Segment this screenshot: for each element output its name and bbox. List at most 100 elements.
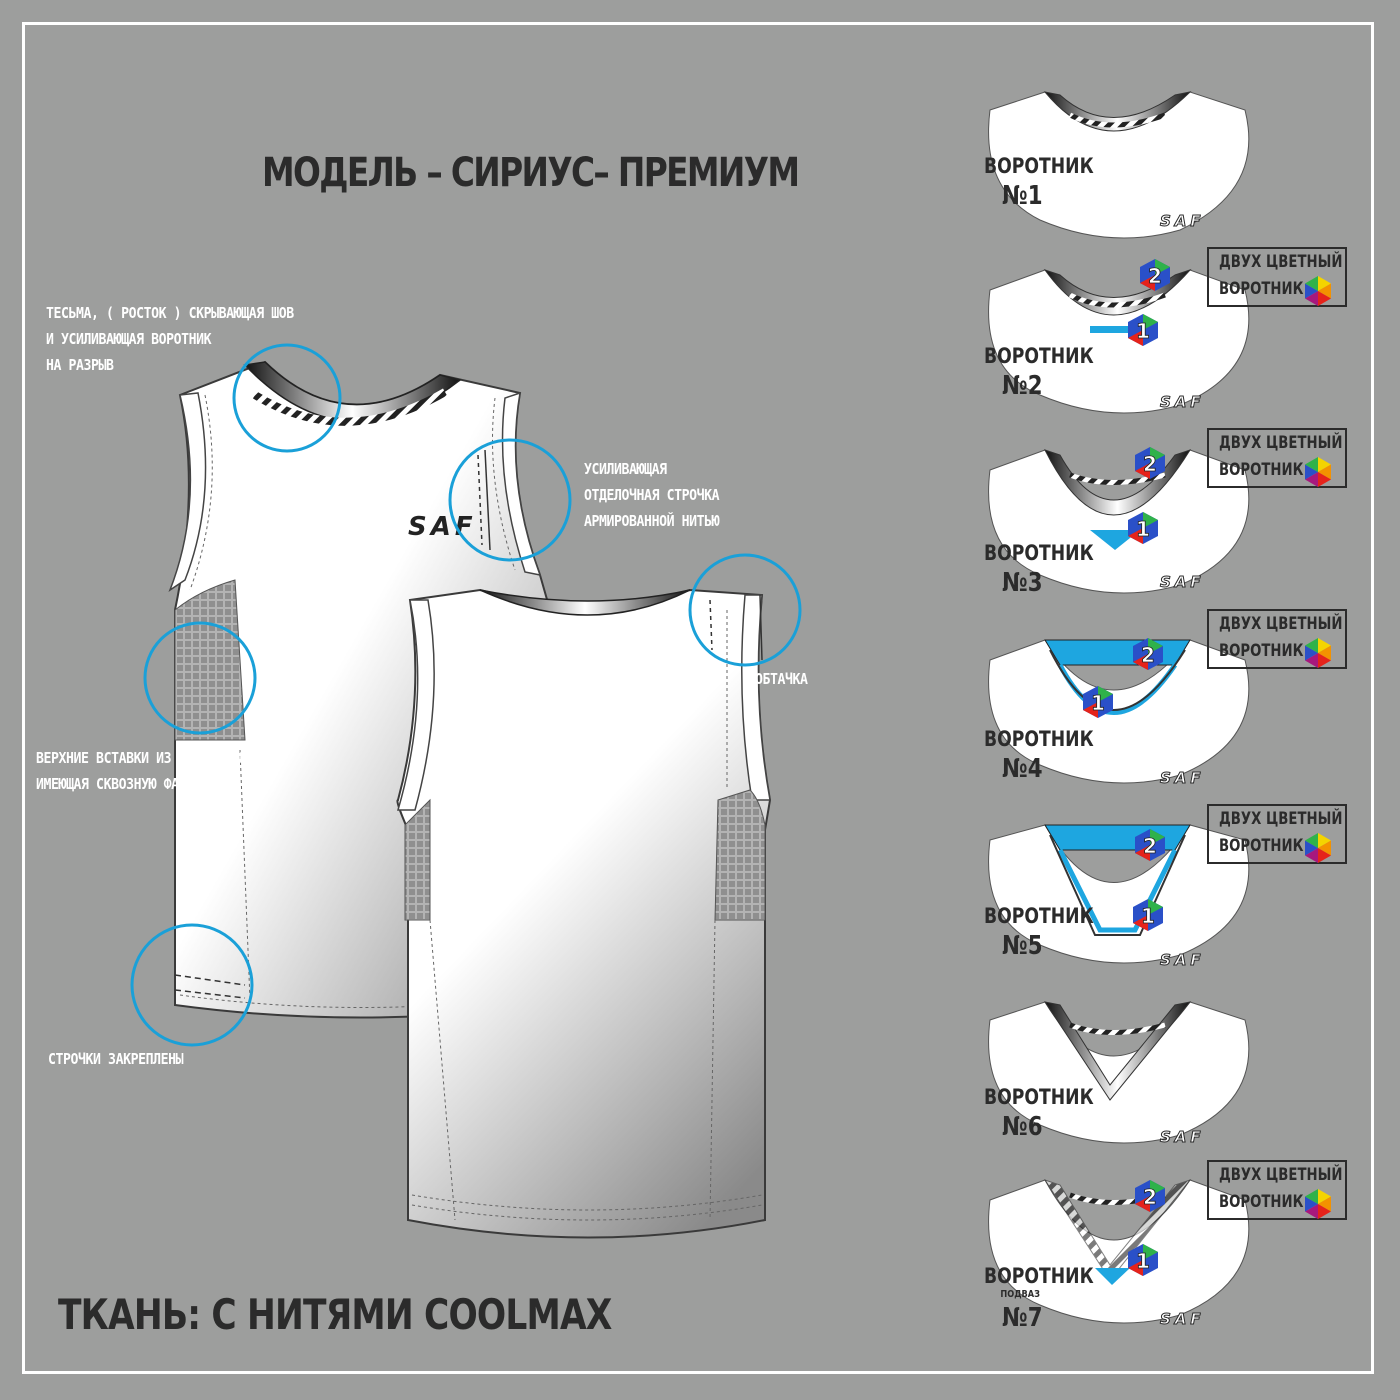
two-color-badge: ДВУХ ЦВЕТНЫЙ ВОРОТНИК [1207, 804, 1347, 864]
marker-2-collar-3: 2 [1135, 447, 1165, 479]
collar-word: ВОРОТНИК [984, 1085, 1094, 1109]
note-stitch: УСИЛИВАЮЩАЯ ОТДЕЛОЧНАЯ СТРОЧКА АРМИРОВАН… [584, 456, 720, 534]
note-tape-line: И УСИЛИВАЮЩАЯ ВОРОТНИК [46, 330, 212, 348]
collar-6-label: ВОРОТНИК №6 [984, 1084, 1094, 1144]
collar-7-shape [988, 1178, 1250, 1324]
svg-text:2: 2 [1143, 1185, 1157, 1209]
collar-sub: ПОДВАЗ [1000, 1289, 1040, 1300]
color-wheel-icon [1305, 1189, 1331, 1219]
badge-line: ВОРОТНИК [1219, 460, 1304, 480]
page-title: МОДЕЛЬ – СИРИУС– ПРЕМИУМ [262, 150, 800, 196]
collar-word: ВОРОТНИК [984, 344, 1094, 368]
collar-3-label: ВОРОТНИК №3 [984, 540, 1094, 600]
collar-number: №7 [1002, 1303, 1043, 1333]
saf-logo: SAF [1160, 769, 1205, 788]
collar-word: ВОРОТНИК [984, 541, 1094, 565]
collar-6-shape [988, 1001, 1250, 1144]
collar-4-label: ВОРОТНИК №4 [984, 726, 1094, 786]
note-tape-line: ТЕСЬМА, ( РОСТОК ) СКРЫВАЮЩАЯ ШОВ [46, 304, 294, 322]
collar-word: ВОРОТНИК [984, 727, 1094, 751]
note-mesh-line: ИМЕЮЩАЯ СКВОЗНУЮ ФАКТУРУ [36, 775, 217, 793]
note-mesh-line: ВЕРХНИЕ ВСТАВКИ ИЗ “СЕТКИ ОЛИМП”, [36, 749, 284, 767]
marker-2-collar-5: 2 [1135, 829, 1165, 861]
collar-3-shape [988, 449, 1250, 594]
note-tape: ТЕСЬМА, ( РОСТОК ) СКРЫВАЮЩАЯ ШОВ И УСИЛ… [46, 300, 294, 378]
back-view [396, 588, 772, 1239]
note-fixed: СТРОЧКИ ЗАКРЕПЛЕНЫ [48, 1046, 184, 1072]
saf-logo: SAF [1160, 393, 1205, 412]
two-color-badge: ДВУХ ЦВЕТНЫЙ ВОРОТНИК [1207, 428, 1347, 488]
collar-gallery: 2 1 2 1 2 [988, 91, 1250, 1324]
note-tape-line: НА РАЗРЫВ [46, 356, 114, 374]
note-stitch-line: ОТДЕЛОЧНАЯ СТРОЧКА [584, 486, 720, 504]
collar-word: ВОРОТНИК [984, 154, 1094, 178]
marker-2-collar-2: 2 [1140, 259, 1170, 291]
svg-text:1: 1 [1136, 319, 1150, 343]
badge-line: ВОРОТНИК [1219, 836, 1304, 856]
note-stitch-line: УСИЛИВАЮЩАЯ [584, 460, 667, 478]
collar-5-label: ВОРОТНИК №5 [984, 903, 1094, 963]
note-fixed-line: СТРОЧКИ ЗАКРЕПЛЕНЫ [48, 1050, 184, 1068]
marker-1-collar-7: 1 [1128, 1244, 1158, 1276]
collar-1-shape [988, 91, 1250, 239]
svg-text:2: 2 [1143, 834, 1157, 858]
svg-text:1: 1 [1141, 904, 1155, 928]
svg-text:2: 2 [1148, 264, 1162, 288]
collar-number: №2 [1002, 371, 1043, 401]
collar-7-label: ВОРОТНИК ПОДВАЗ №7 [984, 1263, 1094, 1335]
collar-2-shape [988, 268, 1250, 414]
note-stitch-line: АРМИРОВАННОЙ НИТЬЮ [584, 512, 720, 530]
marker-2-collar-7: 2 [1135, 1180, 1165, 1212]
callout-circles [130, 343, 802, 1047]
color-wheel-icon [1305, 638, 1331, 668]
callout-facing [688, 553, 802, 667]
svg-text:1: 1 [1136, 1249, 1150, 1273]
collar-number: №4 [1002, 754, 1043, 784]
two-color-badge: ДВУХ ЦВЕТНЫЙ ВОРОТНИК [1207, 1160, 1347, 1220]
badge-line: ВОРОТНИК [1219, 641, 1304, 661]
saf-logo: SAF [1160, 1310, 1205, 1329]
svg-text:1: 1 [1136, 517, 1150, 541]
svg-text:2: 2 [1143, 452, 1157, 476]
note-facing-line: ОБТАЧКА [755, 670, 808, 688]
badge-line: ДВУХ ЦВЕТНЫЙ [1219, 1165, 1343, 1185]
badge-line: ДВУХ ЦВЕТНЫЙ [1219, 252, 1343, 272]
collar-number: №1 [1002, 181, 1043, 211]
callout-tape [232, 343, 342, 453]
callout-fixed [130, 923, 254, 1047]
saf-logo: SAF [1160, 573, 1205, 592]
chest-logo: SAF [408, 512, 477, 542]
saf-logo: SAF [1160, 212, 1205, 231]
marker-1-collar-5: 1 [1133, 899, 1163, 931]
collar-2-label: ВОРОТНИК №2 [984, 343, 1094, 403]
fabric-label: ТКАНЬ: С НИТЯМИ COOLMAX [58, 1290, 612, 1339]
two-color-badge: ДВУХ ЦВЕТНЫЙ ВОРОТНИК [1207, 609, 1347, 669]
collar-word: ВОРОТНИК [984, 1264, 1094, 1288]
two-color-badge: ДВУХ ЦВЕТНЫЙ ВОРОТНИК [1207, 247, 1347, 307]
note-mesh: ВЕРХНИЕ ВСТАВКИ ИЗ “СЕТКИ ОЛИМП”, ИМЕЮЩА… [36, 745, 284, 797]
collar-number: №6 [1002, 1112, 1043, 1142]
marker-1-collar-3: 1 [1128, 512, 1158, 544]
note-facing: ОБТАЧКА [755, 666, 808, 692]
callout-stitch [448, 438, 572, 562]
marker-1-collar-4: 1 [1083, 686, 1113, 718]
badge-line: ДВУХ ЦВЕТНЫЙ [1219, 809, 1343, 829]
badge-line: ДВУХ ЦВЕТНЫЙ [1219, 433, 1343, 453]
badge-line: ВОРОТНИК [1219, 1192, 1304, 1212]
collar-word: ВОРОТНИК [984, 904, 1094, 928]
collar-number: №3 [1002, 568, 1043, 598]
callout-mesh [143, 621, 257, 735]
color-wheel-icon [1305, 276, 1331, 306]
collar-number: №5 [1002, 931, 1043, 961]
badge-line: ДВУХ ЦВЕТНЫЙ [1219, 614, 1343, 634]
collar-1-label: ВОРОТНИК №1 [984, 153, 1094, 213]
color-wheel-icon [1305, 833, 1331, 863]
saf-logo: SAF [1160, 1128, 1205, 1147]
svg-text:2: 2 [1141, 643, 1155, 667]
marker-2-collar-4: 2 [1133, 638, 1163, 670]
outer-frame [22, 22, 1374, 1374]
badge-line: ВОРОТНИК [1219, 279, 1304, 299]
svg-text:1: 1 [1091, 691, 1105, 715]
marker-1-collar-2: 1 [1128, 314, 1158, 346]
